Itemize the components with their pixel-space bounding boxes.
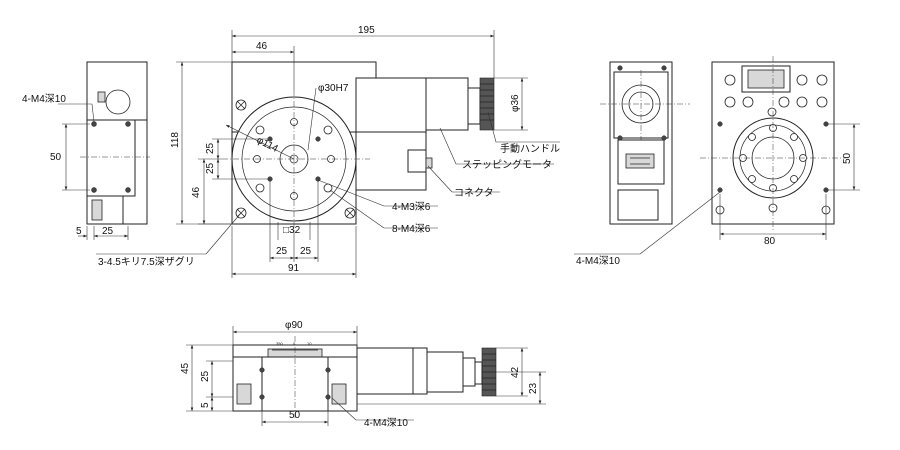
dim-25-left: 25 — [276, 246, 288, 257]
label-counterbore: 3-4.5キリ7.5深ザグリ — [98, 255, 195, 268]
left-dim-5: 5 — [76, 226, 82, 237]
dim-handle-dia: φ36 — [510, 94, 521, 112]
dim-bore: φ30H7 — [318, 83, 349, 94]
front-dim-25: 25 — [200, 370, 211, 382]
front-dim-42: 42 — [510, 366, 521, 378]
label-connector: コネクタ — [454, 187, 494, 199]
dim-46-vertical: 46 — [191, 186, 202, 198]
label-handle: 手動ハンドル — [500, 142, 560, 155]
dim-25-upper: 25 — [205, 142, 216, 154]
left-dim-25: 25 — [102, 226, 114, 237]
label-m4: 8-M4深6 — [392, 223, 431, 235]
front-view — [186, 326, 546, 426]
dim-25-lower: 25 — [205, 162, 216, 174]
label-motor: ステッピングモータ — [462, 158, 552, 171]
front-scale-350: 350 — [276, 341, 283, 346]
left-dim-50: 50 — [50, 152, 62, 163]
dim-offset-46: 46 — [256, 41, 268, 52]
front-dim-45: 45 — [180, 362, 191, 374]
label-m3: 4-M3深6 — [392, 201, 431, 213]
front-scale-0: 0 — [293, 341, 296, 346]
left-side-view — [58, 61, 150, 240]
front-dim-23: 23 — [528, 382, 539, 394]
dim-height-118: 118 — [170, 132, 181, 148]
top-view — [96, 30, 560, 278]
right-m4-label: 4-M4深10 — [576, 255, 620, 267]
front-dim-50: 50 — [289, 410, 301, 421]
front-dim-5: 5 — [200, 402, 211, 408]
dim-square: □32 — [283, 225, 301, 236]
left-m4-label: 4-M4深10 — [22, 93, 66, 105]
dim-overall-length: 195 — [358, 25, 375, 36]
dim-25-right: 25 — [300, 246, 312, 257]
front-dim-90: φ90 — [285, 320, 303, 331]
dim-width-91: 91 — [288, 263, 300, 274]
right-end-view — [574, 56, 860, 255]
right-dim-80: 80 — [764, 236, 776, 247]
front-m4-label: 4-M4深10 — [364, 417, 408, 429]
front-scale-10: 10 — [307, 341, 312, 346]
right-dim-50: 50 — [842, 152, 853, 164]
